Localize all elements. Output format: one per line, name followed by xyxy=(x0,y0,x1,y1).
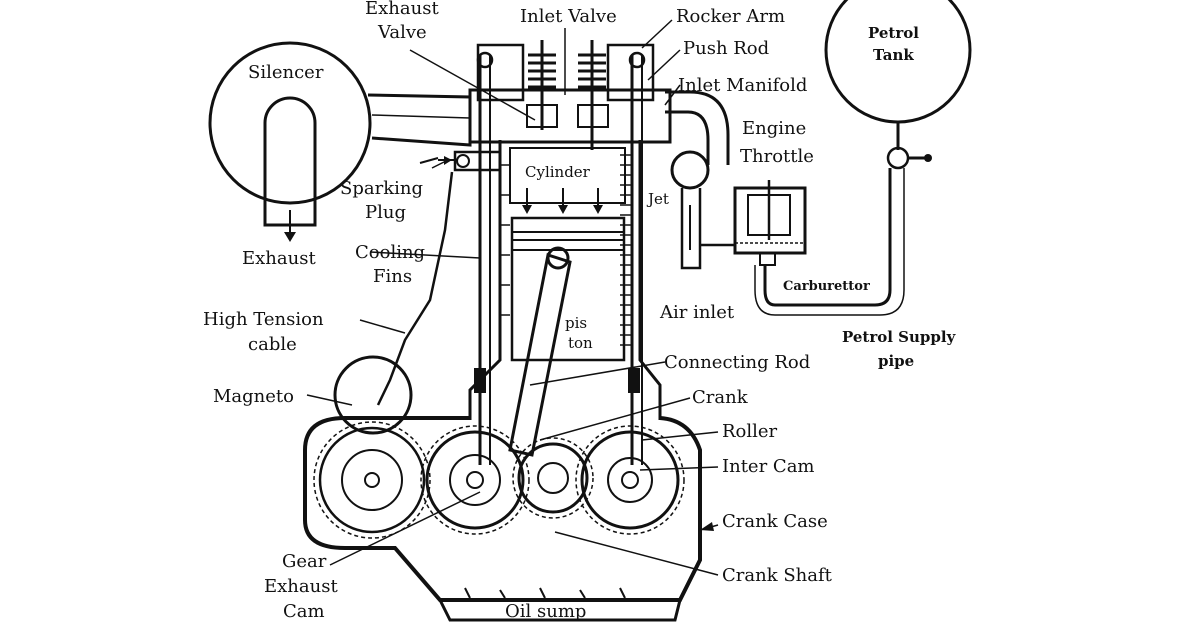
crank-case-label: Crank Case xyxy=(722,511,828,532)
gear-label: Gear xyxy=(282,551,327,572)
crank-case-arrow xyxy=(700,522,714,531)
high-tension-label-2: cable xyxy=(248,334,297,355)
magneto-label: Magneto xyxy=(213,386,294,407)
cylinder-label: Cylinder xyxy=(525,163,591,181)
petrol-tank-label-2: Tank xyxy=(873,46,914,64)
air-inlet-label: Air inlet xyxy=(659,302,735,323)
petrol-tank-label: Petrol xyxy=(868,24,919,42)
crank-label: Crank xyxy=(692,387,749,408)
carburettor-drawing xyxy=(670,150,807,270)
spark-plug-drawing xyxy=(376,150,502,406)
silencer-drawing xyxy=(208,41,372,242)
engine-throttle-label: Engine xyxy=(742,118,806,139)
high-tension-label: High Tension xyxy=(203,309,324,330)
gear-label-3: Cam xyxy=(283,601,325,622)
cooling-fins-label-2: Fins xyxy=(373,266,412,287)
crank-shaft-label: Crank Shaft xyxy=(722,565,833,586)
exhaust-pipe xyxy=(367,93,472,147)
petrol-supply-label: Petrol Supply xyxy=(842,328,957,346)
sparking-plug-label: Sparking xyxy=(340,178,423,199)
inlet-manifold-label: Inlet Manifold xyxy=(678,75,807,96)
oil-sump-label: Oil sump xyxy=(505,601,586,622)
magneto-drawing xyxy=(333,355,413,435)
spark-arrow xyxy=(444,156,452,165)
crank-case-drawing xyxy=(303,416,702,622)
connecting-rod-drawing xyxy=(508,246,572,457)
exhaust-valve-label-2: Valve xyxy=(377,22,427,43)
exhaust-valve-label: Exhaust xyxy=(365,0,439,19)
roller-label: Roller xyxy=(722,421,778,442)
inter-cam-label: Inter Cam xyxy=(722,456,815,477)
engine-throttle-label-2: Throttle xyxy=(740,146,814,167)
rocker-arm-label: Rocker Arm xyxy=(676,6,785,27)
cylinder-body xyxy=(468,140,662,420)
inlet-valve-label: Inlet Valve xyxy=(520,6,617,27)
push-rods xyxy=(474,51,646,465)
silencer-label: Silencer xyxy=(248,62,324,83)
piston-label-2: ton xyxy=(568,334,593,352)
labels: Exhaust Valve Inlet Valve Rocker Arm Pus… xyxy=(203,0,957,622)
sparking-plug-label-2: Plug xyxy=(365,202,406,223)
cooling-fins-label: Cooling xyxy=(355,242,425,263)
push-rod-label: Push Rod xyxy=(683,38,769,59)
jet-label: Jet xyxy=(646,190,669,208)
connecting-rod-label: Connecting Rod xyxy=(664,352,810,373)
petrol-tank-drawing xyxy=(754,0,972,316)
petrol-supply-label-2: pipe xyxy=(878,352,914,370)
cylinder-head xyxy=(468,40,672,150)
carburettor-label: Carburettor xyxy=(783,279,870,294)
exhaust-label: Exhaust xyxy=(242,248,316,269)
leader-lines xyxy=(306,19,719,576)
piston-label: pis xyxy=(565,314,587,332)
gears xyxy=(313,421,685,539)
inlet-manifold-pipe xyxy=(665,90,730,165)
gear-label-2: Exhaust xyxy=(264,576,338,597)
